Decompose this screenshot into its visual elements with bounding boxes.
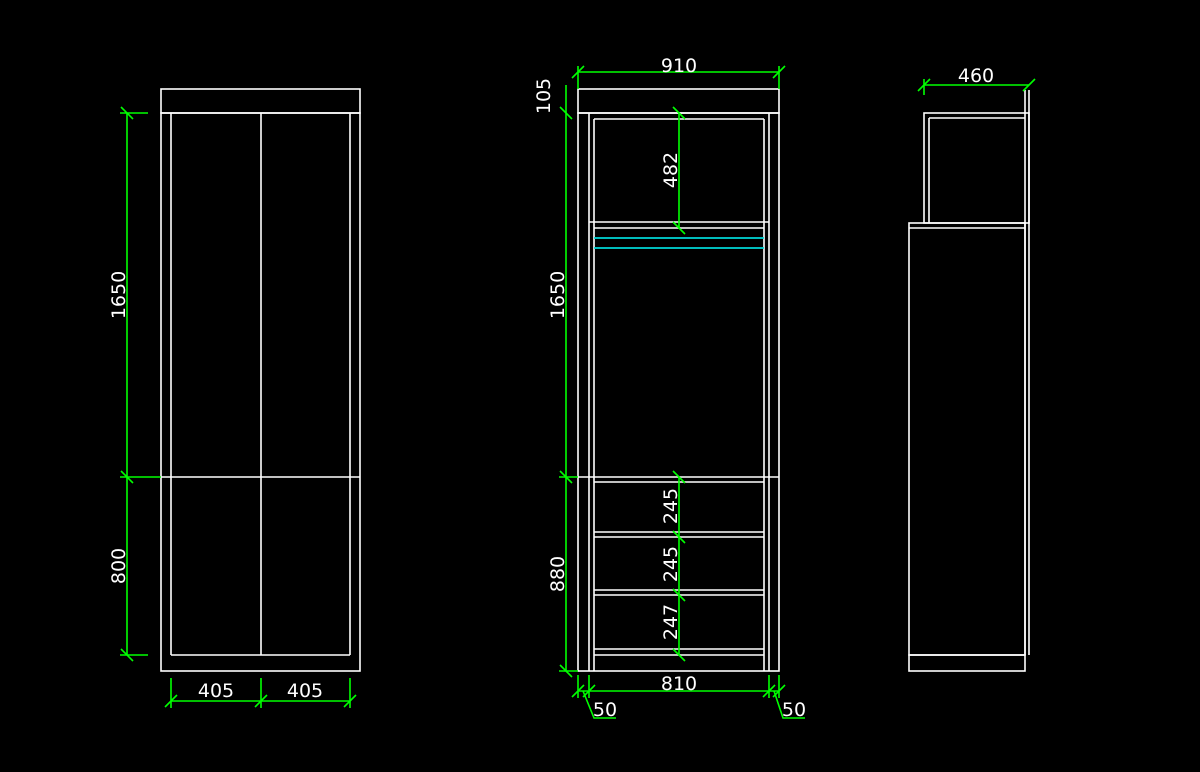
dim-tick — [120, 648, 134, 662]
side-upper-section — [923, 112, 1030, 224]
dim-tick — [343, 694, 357, 708]
dim-tick — [120, 106, 134, 120]
dim-tick — [672, 106, 686, 120]
side-plinth — [908, 654, 1026, 672]
dim-tick — [772, 65, 786, 79]
dim-tick — [164, 694, 178, 708]
dim-tick — [672, 530, 686, 544]
dim-tick — [559, 470, 573, 484]
drawer-2-height-label: 245 — [660, 546, 682, 582]
interior-height-upper-label: 1650 — [547, 271, 569, 319]
interior-overall-width-label: 910 — [661, 55, 697, 77]
dim-tick — [571, 65, 585, 79]
dim-tick — [120, 470, 134, 484]
interior-height-lower-label: 880 — [547, 556, 569, 592]
dim-tick — [559, 664, 573, 678]
dim-tick — [672, 221, 686, 235]
dim-tick — [254, 694, 268, 708]
side-left-thickness-label: 50 — [593, 699, 617, 721]
front-crown — [160, 88, 361, 114]
front-height-lower-label: 800 — [108, 548, 130, 584]
front-width-right-label: 405 — [287, 680, 323, 702]
front-height-upper-label: 1650 — [108, 271, 130, 319]
interior-dimensions — [559, 65, 805, 719]
interior-inner-width-label: 810 — [661, 673, 697, 695]
front-width-left-label: 405 — [198, 680, 234, 702]
side-lower-section — [908, 222, 1026, 656]
side-right-leader — [773, 690, 805, 719]
dim-tick — [571, 684, 585, 698]
dim-tick — [672, 588, 686, 602]
side-dimensions — [917, 78, 1036, 95]
dim-tick — [762, 684, 776, 698]
side-depth-label: 460 — [958, 65, 994, 87]
front-dimensions — [120, 106, 357, 708]
drawer-3-height-label: 247 — [660, 604, 682, 640]
dim-tick — [672, 470, 686, 484]
dim-tick — [672, 648, 686, 662]
dim-tick — [917, 78, 931, 92]
drawer-1-height-label: 245 — [660, 488, 682, 524]
hanging-rail — [594, 237, 764, 249]
interior-top-compartment-label: 482 — [660, 152, 682, 188]
side-left-leader — [582, 690, 616, 719]
dim-tick — [1022, 78, 1036, 92]
side-view — [908, 90, 1030, 672]
front-view — [160, 88, 361, 672]
interior-top-height-label: 105 — [533, 78, 555, 114]
interior-crown — [577, 88, 780, 114]
side-right-thickness-label: 50 — [782, 699, 806, 721]
